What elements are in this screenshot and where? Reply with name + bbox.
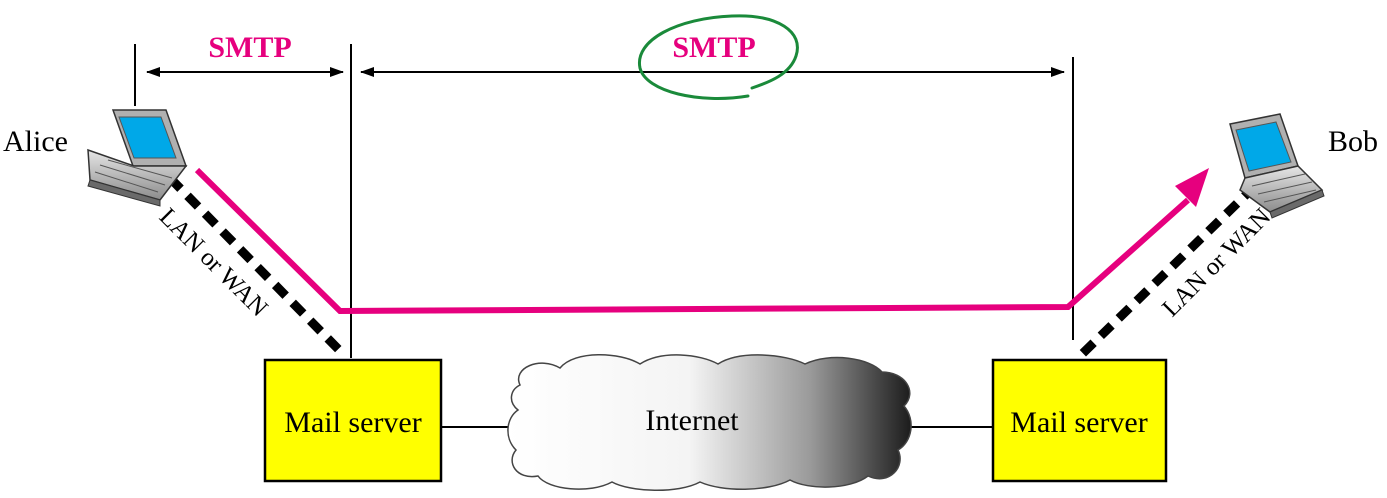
smtp-label-left: SMTP — [208, 31, 291, 64]
sender-name: Alice — [3, 125, 68, 158]
mail-server-right: Mail server — [991, 358, 1168, 483]
laptop-icon-bob — [1229, 113, 1325, 219]
internet-label: Internet — [645, 404, 739, 437]
lan-wan-link-left — [166, 174, 349, 360]
internet-cloud-icon — [507, 354, 912, 491]
laptop-icon-alice — [87, 109, 188, 207]
mail-path-arrowhead — [1175, 168, 1209, 207]
mail-server-right-label: Mail server — [1010, 406, 1147, 439]
handwritten-circle-annotation — [638, 14, 799, 100]
mail-server-left: Mail server — [263, 358, 443, 483]
smtp-label-middle: SMTP — [672, 31, 755, 64]
mail-server-left-label: Mail server — [284, 406, 421, 439]
mail-path-line — [194, 167, 1190, 315]
lan-wan-link-right — [1076, 182, 1259, 360]
receiver-name: Bob — [1328, 125, 1378, 158]
